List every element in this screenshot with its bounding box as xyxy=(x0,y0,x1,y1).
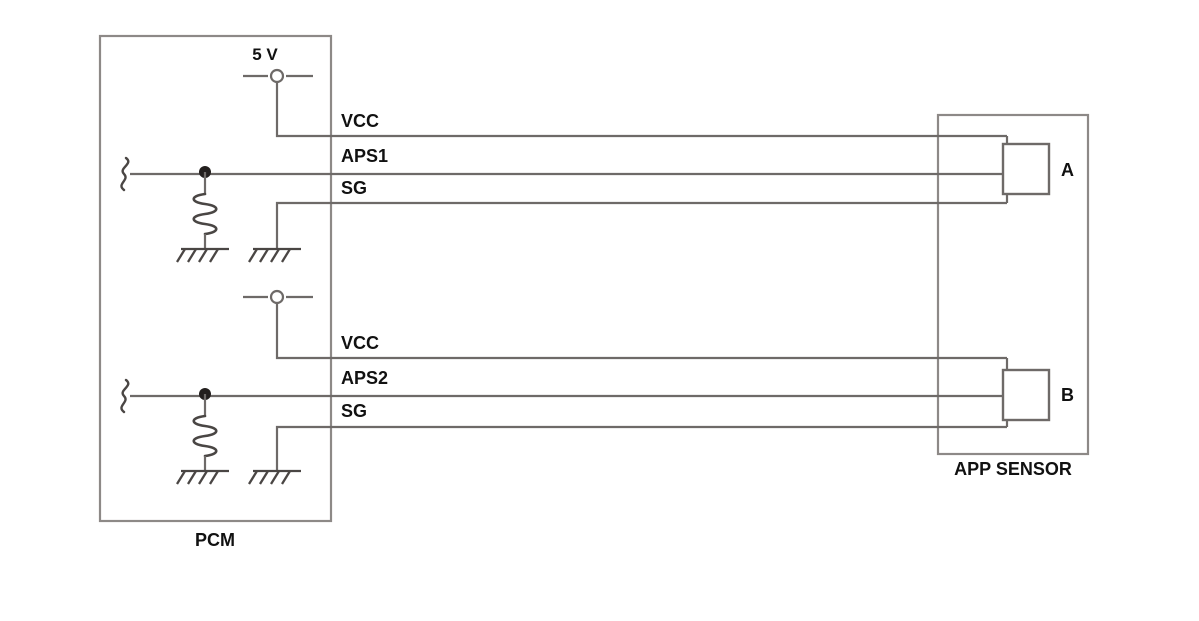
sg2-wire xyxy=(275,425,1007,470)
pcm-caption: PCM xyxy=(195,530,235,550)
ground-sg-1-icon xyxy=(248,247,301,263)
pin-label-aps1: APS1 xyxy=(341,146,388,166)
pulldown-resistor-2 xyxy=(192,414,218,458)
pin-label-sg2: SG xyxy=(341,401,367,421)
sensor-block-b xyxy=(1001,368,1051,422)
ground-resistor-1-icon xyxy=(176,247,229,263)
app-sensor-enclosure xyxy=(936,113,1090,456)
aps1-wire-break-icon xyxy=(120,156,130,192)
vref2-terminal-node xyxy=(269,289,285,305)
app-sensor-caption: APP SENSOR xyxy=(954,459,1072,479)
pcm-enclosure xyxy=(98,34,333,523)
sensor-block-a xyxy=(1001,142,1051,196)
ground-sg-2-icon xyxy=(248,469,301,485)
pin-label-aps2: APS2 xyxy=(341,368,388,388)
pulldown-resistor-1 xyxy=(192,192,218,236)
aps2-wire-break-icon xyxy=(120,378,130,414)
sensor-b-label: B xyxy=(1061,385,1074,405)
ground-resistor-2-icon xyxy=(176,469,229,485)
pin-label-vcc2: VCC xyxy=(341,333,379,353)
vcc2-feed-wire xyxy=(275,303,1007,360)
vref1-terminal-node xyxy=(269,68,285,84)
pin-label-sg1: SG xyxy=(341,178,367,198)
pin-label-vcc1: VCC xyxy=(341,111,379,131)
sg1-wire xyxy=(275,201,1007,248)
supply-label-5v: 5 V xyxy=(252,45,278,64)
vcc1-feed-wire xyxy=(275,82,1007,138)
sensor-a-label: A xyxy=(1061,160,1074,180)
